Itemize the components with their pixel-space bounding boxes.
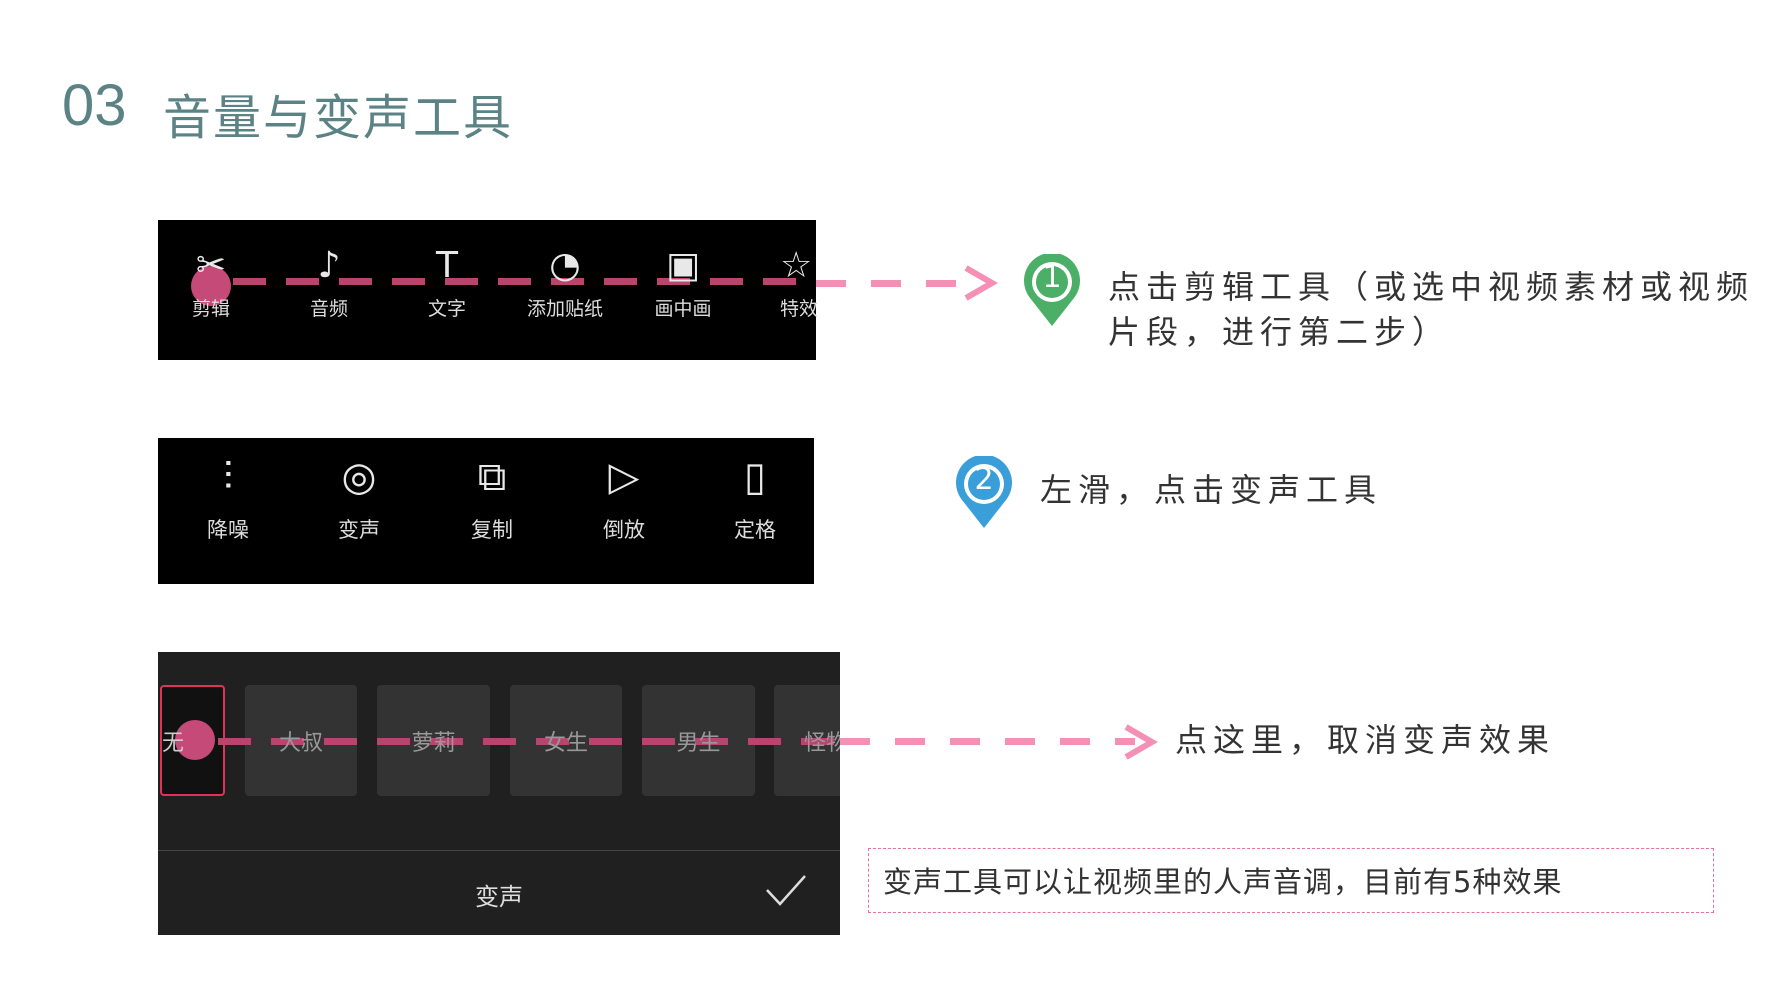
tool-noise-reduction[interactable]: ⫶ 降噪 [173, 454, 283, 544]
tool-label: 复制 [471, 518, 513, 542]
panel-title: 变声 [475, 883, 523, 911]
section-number: 03 [62, 73, 127, 138]
option-label: 大叔 [278, 730, 323, 756]
arrow-line [816, 280, 976, 287]
edit-toolbar: ⫶ 降噪 ◎ 变声 ⧉ 复制 ▷ 倒放 ▯ 定格 [158, 438, 814, 584]
option-label: 男生 [676, 730, 721, 756]
tool-effects[interactable]: ☆ 特效 [768, 246, 848, 321]
click-marker [175, 720, 215, 760]
option-label: 萝莉 [411, 730, 456, 756]
tool-label: 变声 [338, 518, 380, 542]
step2-text: 左滑，点击变声工具 [1040, 471, 1383, 509]
tool-text[interactable]: T 文字 [392, 246, 502, 321]
dashed-guide [218, 738, 840, 745]
voice-change-panel: 无 大叔 萝莉 女生 男生 怪物 变声 [158, 652, 840, 935]
option-label: 怪物 [804, 730, 840, 756]
page-title: 音量与变声工具 [163, 90, 514, 146]
tool-voice-change[interactable]: ◎ 变声 [304, 454, 414, 544]
tool-copy[interactable]: ⧉ 复制 [437, 454, 547, 544]
scissors-icon: ✂ [195, 245, 227, 286]
step1-text-line1: 点击剪辑工具（或选中视频素材或视频 [1108, 268, 1755, 306]
tool-label: 文字 [427, 298, 466, 320]
step1-marker-icon [1024, 254, 1080, 326]
note-box: 变声工具可以让视频里的人声音调，目前有5种效果 [868, 848, 1714, 913]
star-icon: ☆ [780, 246, 813, 286]
music-note-icon: ♪ [317, 245, 341, 286]
dashed-guide [233, 278, 816, 285]
option-label: 女生 [543, 730, 588, 756]
tool-label: 音频 [309, 298, 348, 320]
tool-label: 倒放 [603, 518, 645, 542]
noise-reduction-icon: ⫶ [223, 454, 233, 500]
tool-pip[interactable]: ▣ 画中画 [628, 246, 738, 321]
voice-change-icon: ◎ [341, 454, 377, 500]
divider [158, 850, 840, 851]
text-icon: T [436, 245, 458, 286]
tool-freeze[interactable]: ▯ 定格 [700, 454, 810, 544]
copy-icon: ⧉ [477, 454, 507, 500]
reverse-play-icon: ▷ [608, 454, 640, 500]
main-toolbar: ✂ 剪辑 ♪ 音频 T 文字 ◔ 添加贴纸 ▣ 画中画 ☆ 特效 [156, 220, 818, 360]
voice-option-none[interactable]: 无 [160, 685, 225, 796]
tool-reverse[interactable]: ▷ 倒放 [569, 454, 679, 544]
step1-number: 1 [1042, 260, 1062, 295]
step1-text-line2: 片段，进行第二步） [1108, 313, 1451, 351]
voice-option[interactable]: 大叔 [245, 685, 357, 796]
freeze-frame-icon: ▯ [743, 454, 766, 500]
tool-label: 降噪 [207, 518, 249, 542]
tool-label: 画中画 [654, 298, 712, 320]
tool-label: 剪辑 [191, 298, 230, 320]
step2-number: 2 [974, 462, 994, 497]
option-label: 无 [162, 730, 185, 756]
sticker-icon: ◔ [549, 245, 581, 286]
tool-label: 特效 [780, 298, 819, 320]
tool-label: 定格 [734, 518, 776, 542]
tool-audio[interactable]: ♪ 音频 [274, 246, 384, 321]
step2-marker-icon [956, 456, 1012, 528]
tool-label: 添加贴纸 [526, 298, 603, 320]
arrow-head-icon [964, 265, 998, 301]
cancel-hint: 点这里，取消变声效果 [1175, 721, 1556, 759]
picture-in-picture-icon: ▣ [665, 245, 700, 286]
tool-sticker[interactable]: ◔ 添加贴纸 [510, 246, 620, 321]
check-icon[interactable] [764, 870, 808, 910]
arrow-line [840, 738, 1135, 745]
arrow-head-icon [1124, 724, 1158, 760]
tool-cut[interactable]: ✂ 剪辑 [156, 246, 266, 321]
click-marker [191, 266, 231, 306]
